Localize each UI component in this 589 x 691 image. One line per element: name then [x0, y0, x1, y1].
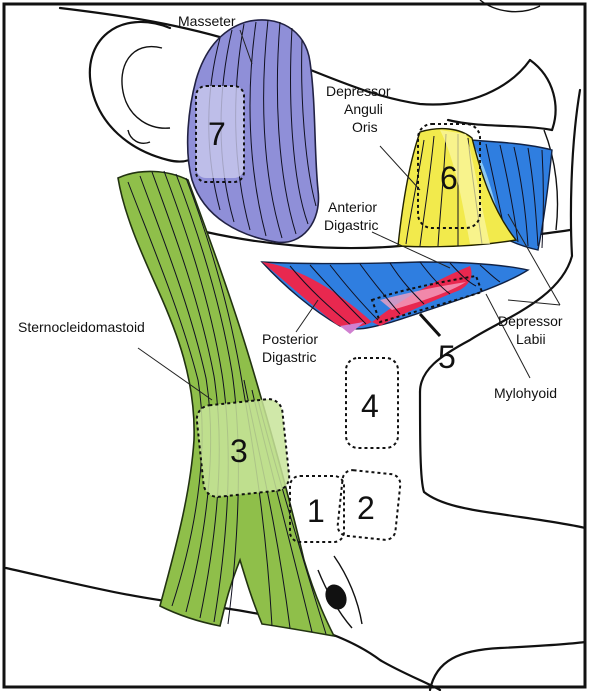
label-postdig-1: Posterior: [262, 331, 318, 347]
label-postdig-2: Digastric: [262, 349, 316, 365]
zone-number-1: 1: [307, 493, 325, 529]
zone-number-6: 6: [440, 160, 458, 196]
label-antdig-2: Digastric: [324, 217, 378, 233]
label-mylohyoid: Mylohyoid: [494, 385, 557, 401]
label-dao-1: Depressor: [326, 83, 391, 99]
label-masseter: Masseter: [178, 13, 236, 29]
label-dlab-1: Depressor: [498, 313, 563, 329]
zone-number-3: 3: [230, 433, 248, 469]
zone-number-4: 4: [361, 388, 379, 424]
zone-number-5: 5: [438, 339, 456, 375]
zone-number-7: 7: [208, 116, 226, 152]
label-scm: Sternocleidomastoid: [18, 319, 145, 335]
label-dlab-2: Labii: [516, 331, 546, 347]
label-dao-3: Oris: [352, 119, 378, 135]
label-antdig-1: Anterior: [328, 199, 377, 215]
label-dao-2: Anguli: [344, 101, 383, 117]
zone-number-2: 2: [357, 490, 375, 526]
